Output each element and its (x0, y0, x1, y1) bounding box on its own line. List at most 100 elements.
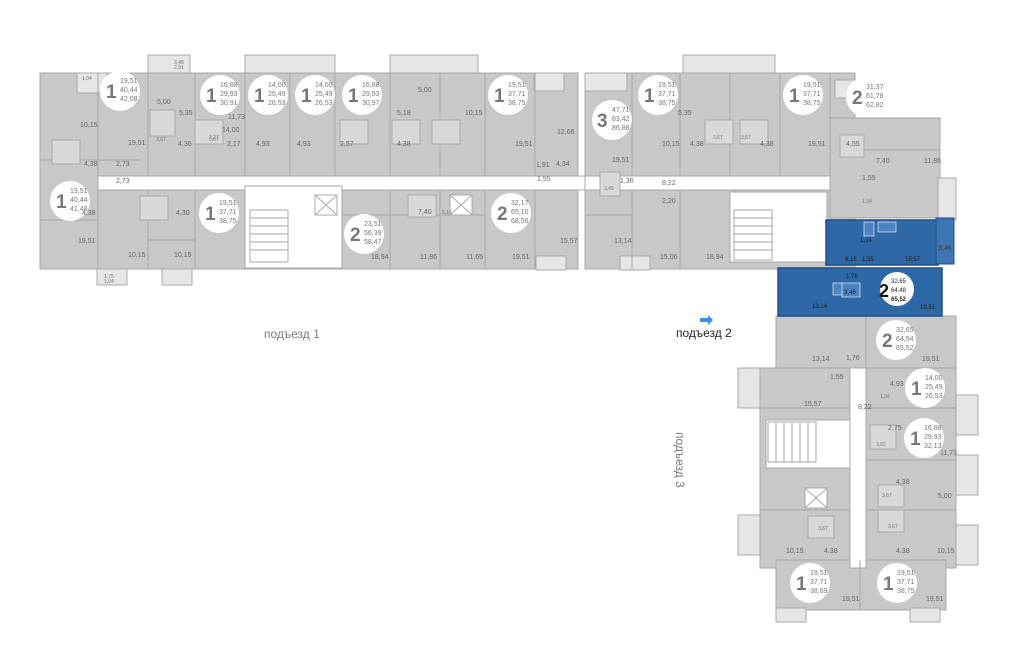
svg-text:47,71: 47,71 (612, 107, 630, 114)
apartment-badge[interactable]: 3 47,71 83,42 86,88 (592, 100, 632, 140)
svg-text:25,49: 25,49 (315, 91, 333, 98)
svg-text:1: 1 (254, 86, 265, 107)
svg-text:15,06: 15,06 (660, 254, 678, 261)
apartment-badge[interactable]: 1 16,88 29,93 30,91 (200, 75, 240, 115)
svg-text:38,75: 38,75 (897, 588, 915, 595)
svg-text:10,15: 10,15 (128, 252, 146, 259)
selected-room-label: 1,55 (862, 257, 874, 263)
svg-text:8,22: 8,22 (858, 404, 872, 411)
svg-text:4,38: 4,38 (397, 141, 411, 148)
svg-text:5,18: 5,18 (397, 110, 411, 117)
svg-text:14,00: 14,00 (925, 375, 943, 382)
svg-text:29,93: 29,93 (924, 434, 942, 441)
svg-text:10,15: 10,15 (174, 252, 192, 259)
selected-room-label: 15,57 (905, 257, 921, 263)
apartment-badge[interactable]: 2 23,51 56,39 58,47 (344, 214, 384, 254)
apartment-badge[interactable]: 1 19,51 37,71 38,75 (783, 75, 823, 115)
apartment-badge[interactable]: 1 19,51 37,71 38,75 (877, 563, 917, 603)
apartment-badge[interactable]: 1 16,88 29,93 32,13 (904, 418, 944, 458)
apartment-badge[interactable]: 1 19,51 40,44 42,08 (100, 71, 140, 111)
svg-text:3,67: 3,67 (741, 135, 751, 141)
svg-text:38,75: 38,75 (508, 100, 526, 107)
selected-area-full: 65,52 (891, 297, 907, 303)
selected-area-living: 32,65 (891, 279, 907, 285)
svg-text:3,67: 3,67 (818, 526, 828, 532)
svg-text:3,62: 3,62 (940, 246, 950, 252)
apartment-badge[interactable]: 1 14,00 25,49 26,53 (248, 75, 288, 115)
svg-text:1,55: 1,55 (537, 176, 551, 183)
svg-text:5,00: 5,00 (157, 99, 171, 106)
svg-text:37,71: 37,71 (508, 91, 526, 98)
svg-text:1: 1 (301, 86, 312, 107)
apartment-badge[interactable]: 1 14,00 25,49 26,53 (905, 368, 945, 408)
entrance-3-label[interactable]: подъезд 3 (673, 432, 687, 488)
svg-text:2,73: 2,73 (116, 161, 130, 168)
svg-text:11,73: 11,73 (228, 114, 245, 121)
apartment-badge[interactable]: 1 19,51 37,71 38,75 (638, 75, 678, 115)
svg-text:11,65: 11,65 (466, 254, 483, 261)
svg-text:4,38: 4,38 (84, 161, 98, 168)
svg-text:1,55: 1,55 (862, 175, 876, 182)
svg-text:16,88: 16,88 (924, 425, 942, 432)
svg-text:56,39: 56,39 (364, 230, 382, 237)
svg-text:10,15: 10,15 (465, 110, 483, 117)
svg-text:1: 1 (883, 574, 894, 595)
stairs-icon (767, 421, 817, 463)
apartment-badge[interactable]: 2 32,17 65,10 68,56 (491, 193, 531, 233)
apartment-badge[interactable]: 1 19,51 37,71 38,75 (199, 193, 239, 233)
selected-apartment[interactable]: 2 32,65 64,48 65,52 8,16 1,55 15,57 1,34… (777, 217, 955, 317)
selected-area-total: 64,48 (891, 288, 907, 294)
svg-text:2,20: 2,20 (662, 198, 676, 205)
svg-text:11,86: 11,86 (924, 158, 941, 165)
svg-text:38,75: 38,75 (803, 100, 821, 107)
apartment-badge[interactable]: 1 19,51 37,71 38,75 (488, 75, 528, 115)
svg-text:11,86: 11,86 (420, 254, 437, 261)
svg-text:30,91: 30,91 (220, 100, 238, 107)
svg-text:1,34: 1,34 (862, 199, 872, 205)
svg-text:1,04: 1,04 (82, 76, 92, 82)
apartment-badge[interactable]: 1 16,88 29,93 30,97 (342, 75, 382, 115)
svg-text:2: 2 (497, 204, 508, 225)
svg-text:23,51: 23,51 (364, 221, 382, 228)
svg-text:19,51: 19,51 (508, 82, 526, 89)
svg-text:2: 2 (350, 225, 361, 246)
svg-text:1: 1 (644, 86, 655, 107)
svg-text:37,71: 37,71 (897, 579, 915, 586)
svg-text:30,97: 30,97 (362, 100, 380, 107)
svg-text:1,36: 1,36 (620, 178, 634, 185)
svg-text:61,78: 61,78 (866, 93, 884, 100)
svg-text:26,53: 26,53 (268, 100, 286, 107)
svg-text:10,15: 10,15 (786, 548, 804, 555)
svg-text:32,65: 32,65 (896, 327, 914, 334)
entrance-2-label[interactable]: подъезд 2 (676, 326, 732, 340)
svg-text:4,93: 4,93 (256, 141, 270, 148)
stairs-icon (249, 209, 289, 263)
svg-text:2,57: 2,57 (340, 141, 354, 148)
svg-text:58,47: 58,47 (364, 239, 382, 246)
svg-text:4,38: 4,38 (690, 141, 704, 148)
svg-text:1,75: 1,75 (104, 274, 114, 280)
svg-text:10,15: 10,15 (937, 548, 955, 555)
svg-text:4,93: 4,93 (890, 381, 904, 388)
apartment-badges: 1 19,51 40,44 42,08 1 16,88 29,93 30,91 … (50, 71, 945, 603)
svg-text:2,73: 2,73 (116, 178, 130, 185)
apartment-badge[interactable]: 1 14,00 25,49 26,53 (295, 75, 335, 115)
apartment-badge[interactable]: 1 19,51 40,44 41,48 (50, 181, 90, 221)
svg-text:19,51: 19,51 (842, 596, 860, 603)
entrance-1-label[interactable]: подъезд 1 (264, 327, 320, 341)
svg-text:3,67: 3,67 (713, 135, 723, 141)
svg-text:3,82: 3,82 (876, 442, 886, 448)
svg-text:38,69: 38,69 (810, 588, 828, 595)
apartment-badge[interactable]: 2 31,37 61,78 62,82 (846, 77, 886, 117)
apartment-badge[interactable]: 2 32,65 64,54 65,52 (876, 320, 916, 360)
svg-text:19,51: 19,51 (808, 141, 826, 148)
svg-text:4,38: 4,38 (82, 210, 96, 217)
elevator-icon (804, 487, 828, 509)
svg-text:1: 1 (56, 192, 67, 213)
svg-text:13,14: 13,14 (812, 356, 830, 363)
apartment-badge[interactable]: 1 19,51 37,71 38,69 (790, 563, 830, 603)
svg-text:3,45: 3,45 (604, 186, 614, 192)
svg-text:7,40: 7,40 (418, 209, 432, 216)
svg-text:11,73: 11,73 (940, 450, 957, 457)
